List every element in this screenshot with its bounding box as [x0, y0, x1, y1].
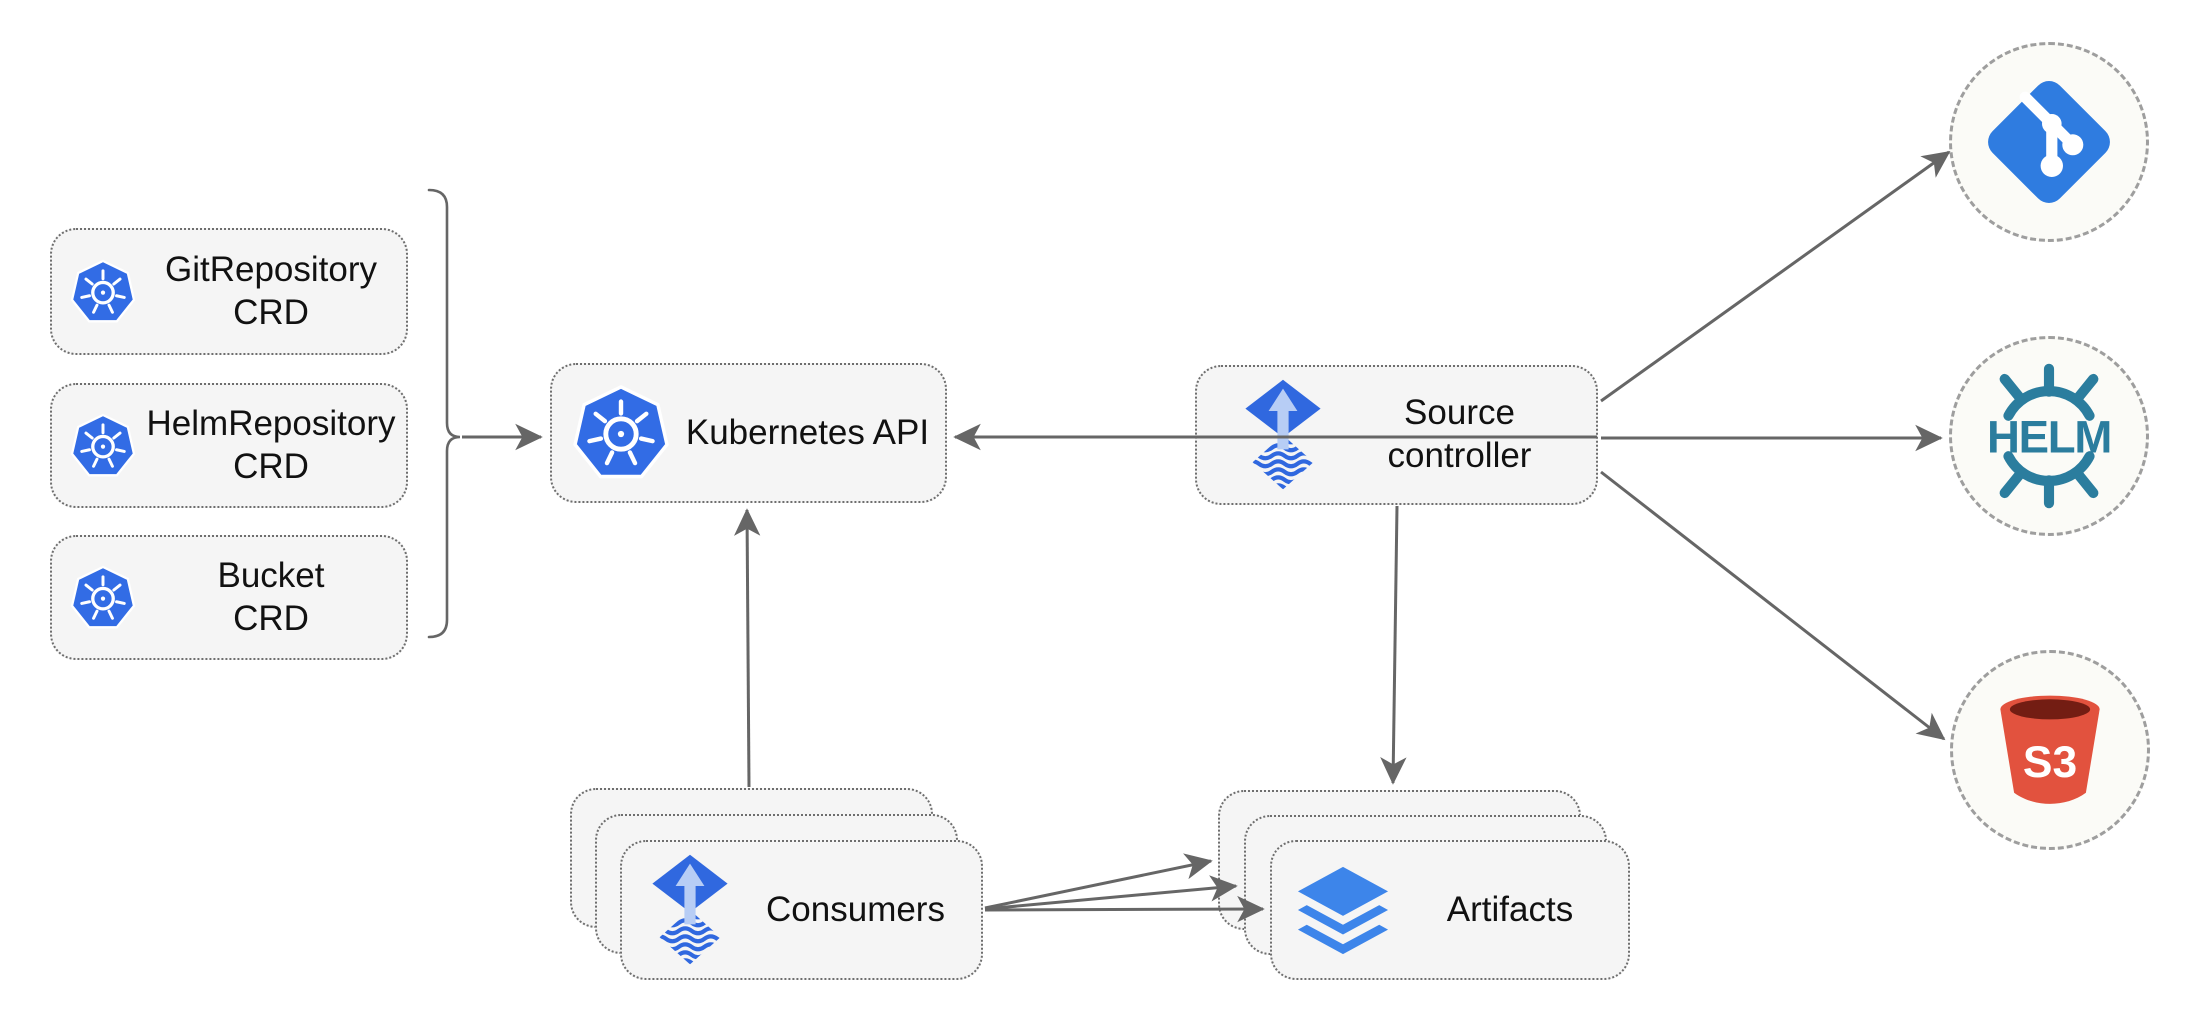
layers-stack-icon [1294, 863, 1392, 958]
edge-consumers-to-artifacts-2 [984, 875, 1238, 911]
node-label: HelmRepository CRD [146, 403, 396, 486]
git-icon [1979, 72, 2119, 212]
node-label: Artifacts [1446, 889, 1574, 929]
crd-group-brace [427, 188, 461, 639]
kubernetes-icon [572, 384, 670, 482]
node-helmrepository-crd: HelmRepository CRD [50, 383, 408, 508]
kubernetes-icon [70, 259, 136, 325]
flux-source-icon [1243, 379, 1323, 491]
node-bucket-crd: Bucket CRD [50, 535, 408, 660]
node-label: Kubernetes API [685, 412, 930, 452]
node-artifacts: Artifacts [1270, 840, 1630, 980]
edge-source-to-artifacts [1380, 505, 1407, 785]
helm-icon: HELM [1973, 360, 2125, 512]
node-label: GitRepository CRD [164, 249, 378, 332]
node-label: Consumers [766, 889, 945, 929]
edge-consumers-to-k8s-api [733, 508, 761, 788]
node-label: Bucket CRD [217, 555, 325, 638]
edge-source-to-s3 [1600, 470, 1946, 741]
helm-logo-text: HELM [1987, 411, 2111, 462]
edge-consumers-to-artifacts-1 [984, 853, 1213, 910]
edge-source-to-git [1600, 150, 1951, 403]
kubernetes-icon [70, 565, 136, 631]
node-gitrepository-crd: GitRepository CRD [50, 228, 408, 355]
external-git-node [1949, 42, 2149, 242]
kubernetes-icon [70, 413, 136, 479]
external-helm-node: HELM [1949, 336, 2149, 536]
node-consumers: Consumers [620, 840, 983, 980]
s3-logo-text: S3 [2023, 738, 2077, 787]
s3-bucket-icon: S3 [1990, 684, 2110, 816]
node-source-controller: Source controller [1195, 365, 1598, 505]
external-s3-node: S3 [1950, 650, 2150, 850]
node-kubernetes-api: Kubernetes API [550, 363, 947, 503]
node-label: Source controller [1387, 393, 1532, 475]
flux-source-icon [650, 854, 730, 966]
